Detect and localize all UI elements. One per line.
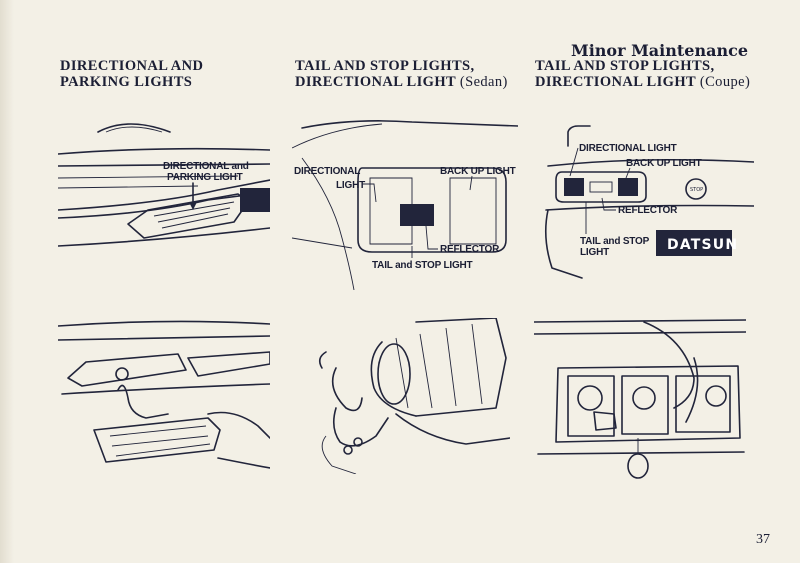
parking-light-illustration: DIRECTIONAL and PARKING LIGHT (58, 123, 270, 247)
heading-paren: (Coupe) (699, 74, 751, 90)
sedan-tail-light-illustration: DIRECTIONAL LIGHT BACK UP LIGHT REFLECTO… (292, 120, 518, 290)
heading-line1: TAIL AND STOP LIGHTS, (535, 58, 715, 74)
heading-line2: DIRECTIONAL LIGHT (535, 74, 696, 90)
figure-coupe-bulb-removal (534, 318, 746, 488)
section-title: Minor Maintenance (570, 41, 748, 60)
parking-removal-illustration (58, 320, 270, 469)
coupe-tail-label-2: LIGHT (580, 247, 609, 258)
figure-coupe-tail-light: STOP DATSUN DIRECTIONAL LIGHT BACK UP LI… (542, 118, 754, 286)
coupe-tail-light-illustration: STOP DATSUN DIRECTIONAL LIGHT BACK UP LI… (544, 125, 754, 279)
sedan-backup-label: BACK UP LIGHT (440, 166, 516, 177)
column-heading-coupe: TAIL AND STOP LIGHTS, DIRECTIONAL LIGHT … (535, 58, 750, 90)
coupe-badge-text: DATSUN (667, 237, 738, 253)
sedan-directional-label-1: DIRECTIONAL (294, 166, 360, 177)
figure-sedan-tail-light: DIRECTIONAL LIGHT BACK UP LIGHT REFLECTO… (292, 118, 518, 290)
column-heading-sedan: TAIL AND STOP LIGHTS, DIRECTIONAL LIGHT … (295, 58, 508, 90)
sedan-reflector-label: REFLECTOR (440, 244, 500, 255)
coupe-removal-illustration (534, 319, 746, 479)
sedan-removal-illustration (318, 318, 510, 474)
coupe-directional-label: DIRECTIONAL LIGHT (579, 143, 677, 154)
heading-line2: PARKING LIGHTS (60, 74, 193, 90)
coupe-backup-label: BACK UP LIGHT (626, 158, 702, 169)
heading-paren: (Sedan) (459, 74, 508, 90)
parking-label-line1: DIRECTIONAL and (163, 161, 249, 172)
sedan-directional-label-2: LIGHT (336, 180, 365, 191)
heading-line1: TAIL AND STOP LIGHTS, (295, 58, 475, 74)
coupe-tail-label-1: TAIL and STOP (580, 236, 650, 247)
sedan-tail-label: TAIL and STOP LIGHT (372, 260, 473, 271)
figure-parking-light: DIRECTIONAL and PARKING LIGHT (58, 118, 270, 278)
heading-line2: DIRECTIONAL LIGHT (295, 74, 456, 90)
figure-sedan-bulb-removal (296, 318, 510, 474)
heading-line1: DIRECTIONAL AND (60, 58, 204, 74)
column-heading-parking: DIRECTIONAL AND PARKING LIGHTS (60, 58, 203, 90)
coupe-reflector-label: REFLECTOR (618, 205, 678, 216)
datsun-badge (656, 230, 732, 256)
page-number: 37 (756, 532, 770, 547)
parking-label-line2: PARKING LIGHT (167, 172, 243, 183)
figure-parking-light-removal (58, 318, 270, 474)
coupe-stop-button-text: STOP (690, 187, 703, 193)
page-spine-shadow (0, 0, 14, 563)
